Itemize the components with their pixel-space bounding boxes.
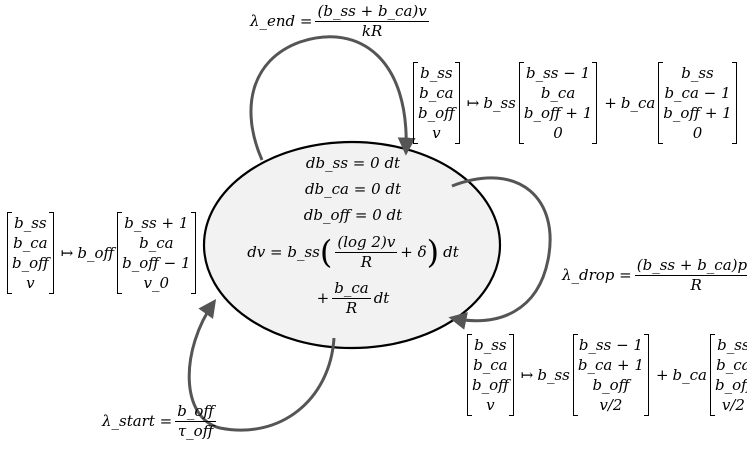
drop-ca-entry: b_ss	[717, 336, 747, 354]
drop-vector-ca: b_ss b_ca b_off v/2	[709, 334, 747, 416]
end-transition-map: b_ss b_ca b_off v ↦ b_ss b_ss − 1 b_ca b…	[410, 62, 740, 144]
end-ss-entry: 0	[553, 124, 563, 142]
drop-state-vector: b_ss b_ca b_off v	[467, 334, 514, 416]
drop-ca-entry: b_ca	[716, 356, 747, 374]
equation-ca-denominator: R	[345, 298, 358, 317]
end-ss-entry: b_off + 1	[523, 104, 593, 122]
drop-ss-entry: v/2	[599, 396, 623, 414]
drop-ss-entry: b_ca + 1	[577, 356, 644, 374]
left-paren: (	[319, 233, 333, 271]
start-off-entry: b_ca	[139, 234, 174, 252]
drop-vector-ss: b_ss − 1 b_ca + 1 b_off v/2	[572, 334, 649, 416]
drop-ca-entry: v/2	[721, 396, 745, 414]
end-coef-ss: b_ss	[483, 93, 516, 112]
lambda-drop-label: λ_drop =	[562, 266, 632, 284]
drop-state-entry: v	[486, 396, 495, 414]
drop-ss-entry: b_ss − 1	[578, 336, 643, 354]
end-state-entry: v	[432, 124, 441, 142]
drop-transition-map: b_ss b_ca b_off v ↦ b_ss b_ss − 1 b_ca +…	[464, 334, 747, 416]
start-transition-map: b_ss b_ca b_off v ↦ b_off b_ss + 1 b_ca …	[4, 212, 199, 294]
end-state-entry: b_off	[418, 104, 455, 122]
lambda-end-fraction: (b_ss + b_ca)v kR	[315, 2, 429, 40]
equation-dv-denominator: R	[360, 252, 372, 271]
equation-dv-fraction: (log 2)v R	[335, 232, 398, 271]
drop-transition-loop	[448, 176, 552, 330]
end-ca-entry: b_ca − 1	[664, 84, 731, 102]
equation-db-off: db_off = 0 dt	[303, 206, 403, 224]
drop-ca-entry: b_off	[714, 376, 747, 394]
start-state-entry: b_ca	[13, 234, 48, 252]
state-ellipse	[202, 140, 502, 350]
equation-ca-fraction: b_ca R	[332, 278, 371, 317]
start-vector-off: b_ss + 1 b_ca b_off − 1 v_0	[117, 212, 196, 294]
end-ca-entry: b_ss	[681, 64, 714, 82]
start-state-vector: b_ss b_ca b_off v	[7, 212, 54, 294]
mapsto-symbol: ↦	[60, 243, 74, 262]
end-ca-entry: b_off + 1	[663, 104, 732, 122]
equation-db-ca: db_ca = 0 dt	[304, 180, 402, 198]
end-state-entry: b_ss	[420, 64, 453, 82]
lambda-start-fraction: b_off τ_off	[175, 404, 216, 439]
end-state-vector: b_ss b_ca b_off v	[413, 62, 460, 144]
end-coef-ca: b_ca	[620, 93, 656, 112]
lambda-end-denominator: kR	[361, 22, 383, 40]
mapsto-symbol: ↦	[466, 93, 480, 112]
mapsto-symbol: ↦	[520, 365, 534, 384]
drop-state-entry: b_off	[472, 376, 509, 394]
end-ca-entry: 0	[692, 124, 703, 142]
plus-symbol: +	[655, 365, 669, 384]
end-state-entry: b_ca	[419, 84, 454, 102]
right-paren: )	[426, 233, 440, 271]
equation-ca-numerator: b_ca	[332, 278, 371, 299]
start-off-entry: v_0	[143, 274, 170, 292]
lambda-start-denominator: τ_off	[177, 422, 214, 440]
drop-state-entry: b_ca	[473, 356, 508, 374]
lambda-drop-denominator: R	[690, 276, 702, 294]
drop-coef-ca: b_ca	[672, 365, 707, 384]
equation-dv-numerator: (log 2)v	[335, 232, 398, 253]
end-transition-loop	[249, 35, 416, 161]
drop-coef-ss: b_ss	[537, 365, 570, 384]
end-vector-ca: b_ss b_ca − 1 b_off + 1 0	[658, 62, 737, 144]
lambda-drop-fraction: (b_ss + b_ca)pv R	[634, 258, 747, 294]
start-transition-loop	[187, 299, 336, 432]
lambda-end-label: λ_end =	[250, 12, 313, 30]
lambda-start-rate: λ_start = b_off τ_off	[102, 404, 219, 439]
lambda-start-label: λ_start =	[102, 412, 173, 430]
end-vector-ss: b_ss − 1 b_ca b_off + 1 0	[518, 62, 598, 144]
lambda-drop-numerator: (b_ss + b_ca)pv	[634, 258, 747, 276]
equation-dv-end: dt	[443, 243, 459, 261]
start-off-entry: b_off − 1	[122, 254, 191, 272]
lambda-start-numerator: b_off	[175, 402, 216, 422]
lambda-drop-rate: λ_drop = (b_ss + b_ca)pv R	[562, 258, 747, 293]
equation-dv-lhs: dv = b_ss	[247, 243, 320, 261]
equation-dv: dv = b_ss ( (log 2)v R + δ ) dt	[222, 228, 484, 276]
equation-db-ss: db_ss = 0 dt	[305, 154, 401, 172]
equation-ca-end: dt	[373, 289, 390, 307]
lambda-end-numerator: (b_ss + b_ca)v	[315, 2, 429, 22]
plus-symbol: +	[604, 93, 617, 112]
start-off-entry: b_ss + 1	[124, 214, 189, 232]
end-ss-entry: b_ss − 1	[525, 64, 591, 82]
equation-dv-continued: + b_ca R dt	[222, 276, 484, 320]
end-ss-entry: b_ca	[540, 84, 576, 102]
start-state-entry: v	[26, 274, 35, 292]
drop-state-entry: b_ss	[474, 336, 507, 354]
state-dynamics: db_ss = 0 dt db_ca = 0 dt db_off = 0 dt …	[222, 150, 484, 320]
start-state-entry: b_ss	[14, 214, 47, 232]
start-state-entry: b_off	[12, 254, 49, 272]
lambda-end-rate: λ_end = (b_ss + b_ca)v kR	[250, 4, 432, 39]
drop-ss-entry: b_off	[592, 376, 630, 394]
start-coef-off: b_off	[77, 243, 115, 262]
equation-plus: +	[316, 289, 330, 307]
equation-dv-tail: + δ	[400, 243, 427, 261]
